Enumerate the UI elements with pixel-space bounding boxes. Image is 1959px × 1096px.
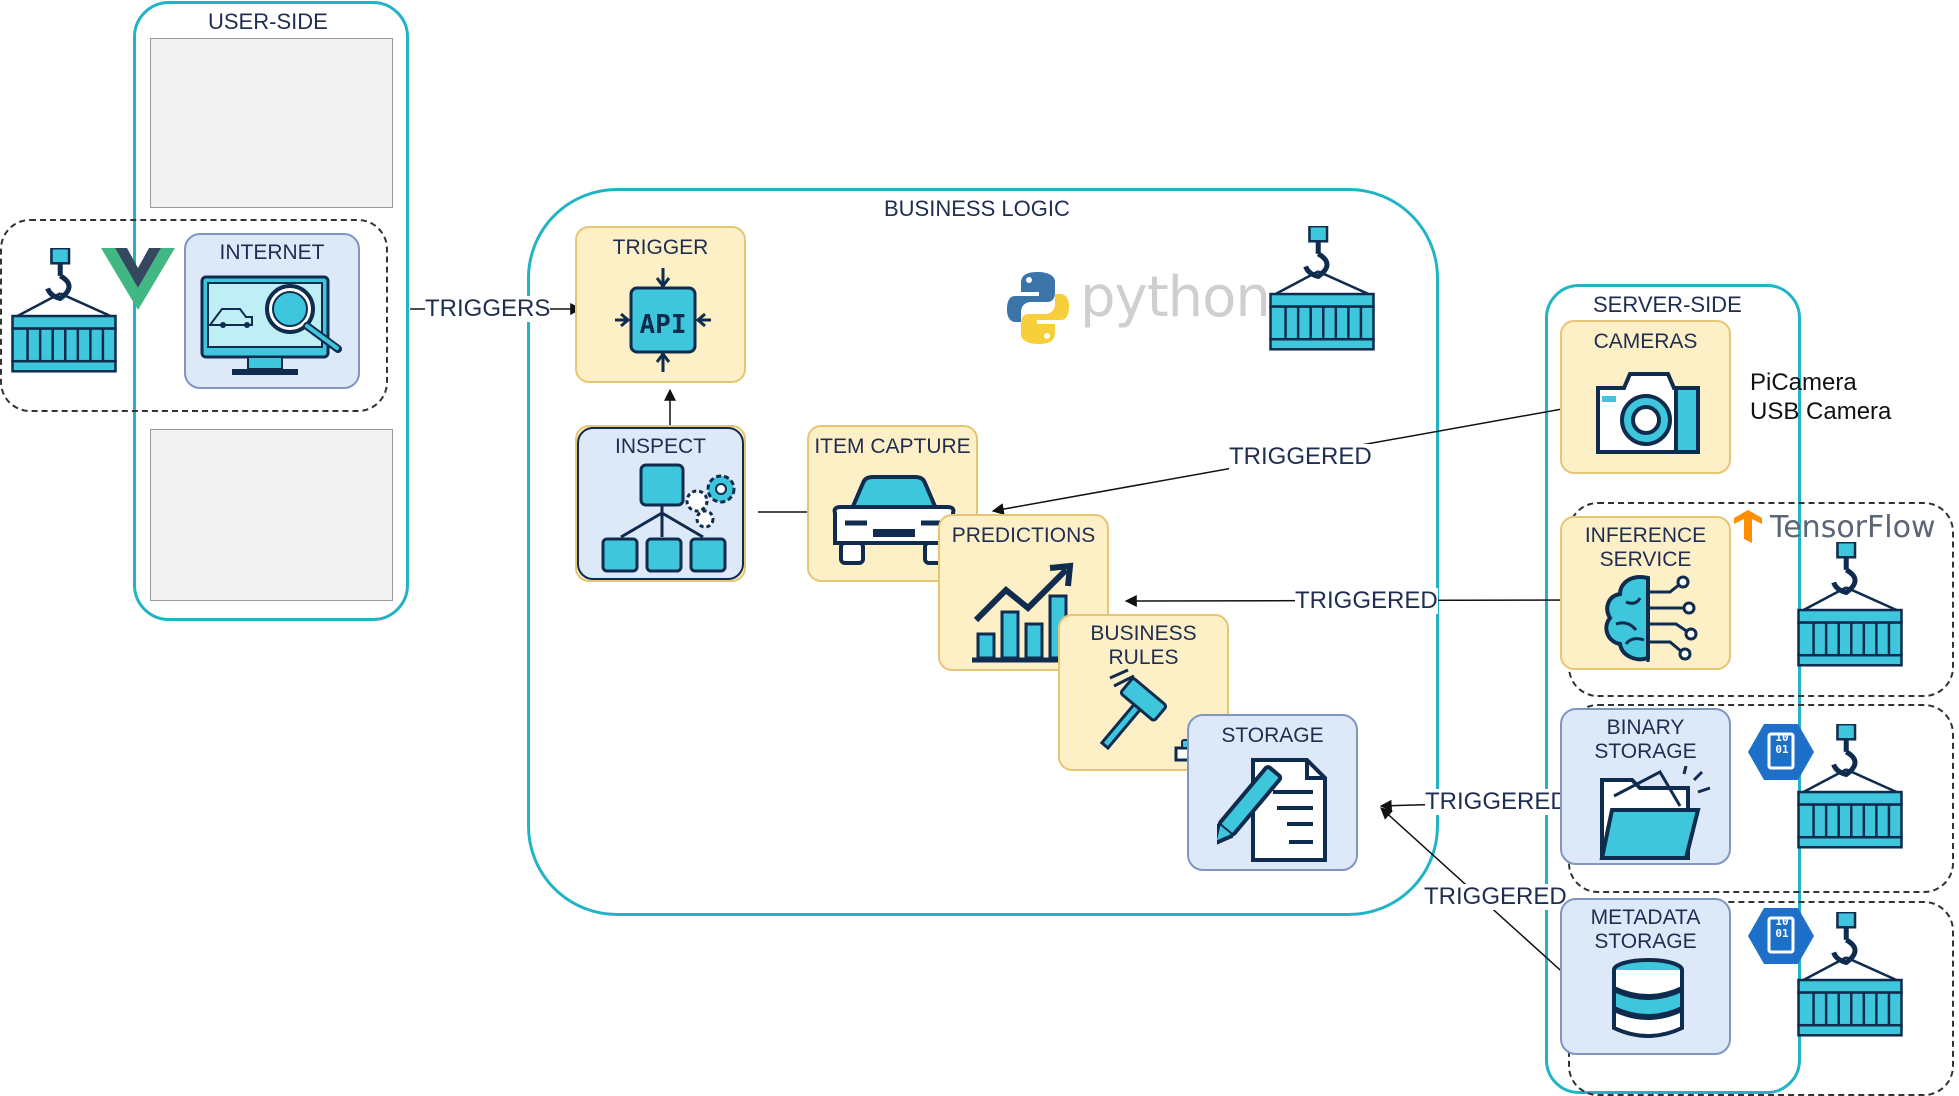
cameras-label: CAMERAS [1593, 330, 1698, 353]
business-rules-label-2: RULES [1108, 646, 1179, 669]
user-side-label: USER-SIDE [208, 9, 328, 34]
python-wordmark: python [1080, 265, 1271, 330]
edge-label-binary: TRIGGERED [1425, 788, 1568, 815]
binary-storage-label-1: BINARY [1606, 716, 1685, 739]
container-icon [1796, 912, 1904, 1038]
inspect-node[interactable]: INSPECT [575, 425, 746, 582]
frontend-container-group [0, 219, 388, 412]
tensorflow-wordmark: TensorFlow [1770, 510, 1936, 545]
trigger-node[interactable]: TRIGGER API [575, 226, 746, 383]
internet-node[interactable]: INTERNET [184, 233, 360, 389]
hierarchy-gears-icon [601, 463, 736, 573]
api-text: API [639, 310, 687, 340]
server-side-label: SERVER-SIDE [1593, 292, 1742, 317]
item-capture-label: ITEM CAPTURE [814, 435, 971, 458]
inference-label-2: SERVICE [1599, 548, 1692, 571]
container-icon [1268, 226, 1376, 352]
inference-service-node[interactable]: INFERENCE SERVICE [1560, 516, 1731, 670]
business-logic-label: BUSINESS LOGIC [884, 196, 1070, 221]
trigger-label: TRIGGER [612, 236, 709, 259]
camera-type-usb: USB Camera [1750, 398, 1892, 425]
database-icon [1612, 958, 1684, 1038]
metadata-storage-label-1: METADATA [1590, 906, 1701, 929]
container-icon [1796, 542, 1904, 668]
monitor-search-icon [200, 275, 342, 375]
business-logic-group [527, 188, 1439, 916]
user-placeholder-top [150, 38, 393, 208]
document-pen-icon [1217, 758, 1327, 862]
open-folder-icon [1599, 766, 1711, 860]
cameras-node[interactable]: CAMERAS [1560, 320, 1731, 474]
metadata-storage-node[interactable]: METADATA STORAGE [1560, 898, 1731, 1055]
user-placeholder-bottom [150, 429, 393, 601]
predictions-label: PREDICTIONS [951, 524, 1096, 547]
inference-label-1: INFERENCE [1584, 524, 1707, 547]
car-icon [832, 475, 956, 565]
camera-icon [1596, 372, 1700, 454]
binary-storage-node[interactable]: BINARY STORAGE [1560, 708, 1731, 865]
binary-storage-label-2: STORAGE [1594, 740, 1697, 763]
container-icon [1796, 724, 1904, 850]
vue-logo-icon [101, 248, 175, 310]
storage-label: STORAGE [1221, 724, 1324, 747]
api-chip-icon [615, 268, 711, 372]
tensorflow-logo-icon [1734, 510, 1762, 543]
edge-label-triggers: TRIGGERS [425, 295, 551, 322]
storage-node[interactable]: STORAGE [1187, 714, 1358, 871]
azure-binary-text: 10 01 [1775, 731, 1789, 756]
internet-label: INTERNET [219, 241, 325, 264]
edge-label-metadata: TRIGGERED [1424, 883, 1567, 910]
azure-metadata-icon [1748, 908, 1814, 964]
edge-label-inference: TRIGGERED [1295, 587, 1438, 614]
user-side-group [133, 1, 409, 621]
python-logo-icon [1007, 272, 1069, 344]
metadata-storage-label-2: STORAGE [1594, 930, 1697, 953]
business-rules-label-1: BUSINESS [1090, 622, 1197, 645]
edge-label-cameras: TRIGGERED [1229, 443, 1372, 470]
brain-circuit-icon [1604, 575, 1698, 662]
azure-binary-icon [1748, 724, 1814, 780]
camera-type-picamera: PiCamera [1750, 369, 1857, 396]
azure-metadata-text: 10 01 [1775, 915, 1789, 940]
inspect-label: INSPECT [614, 435, 706, 458]
